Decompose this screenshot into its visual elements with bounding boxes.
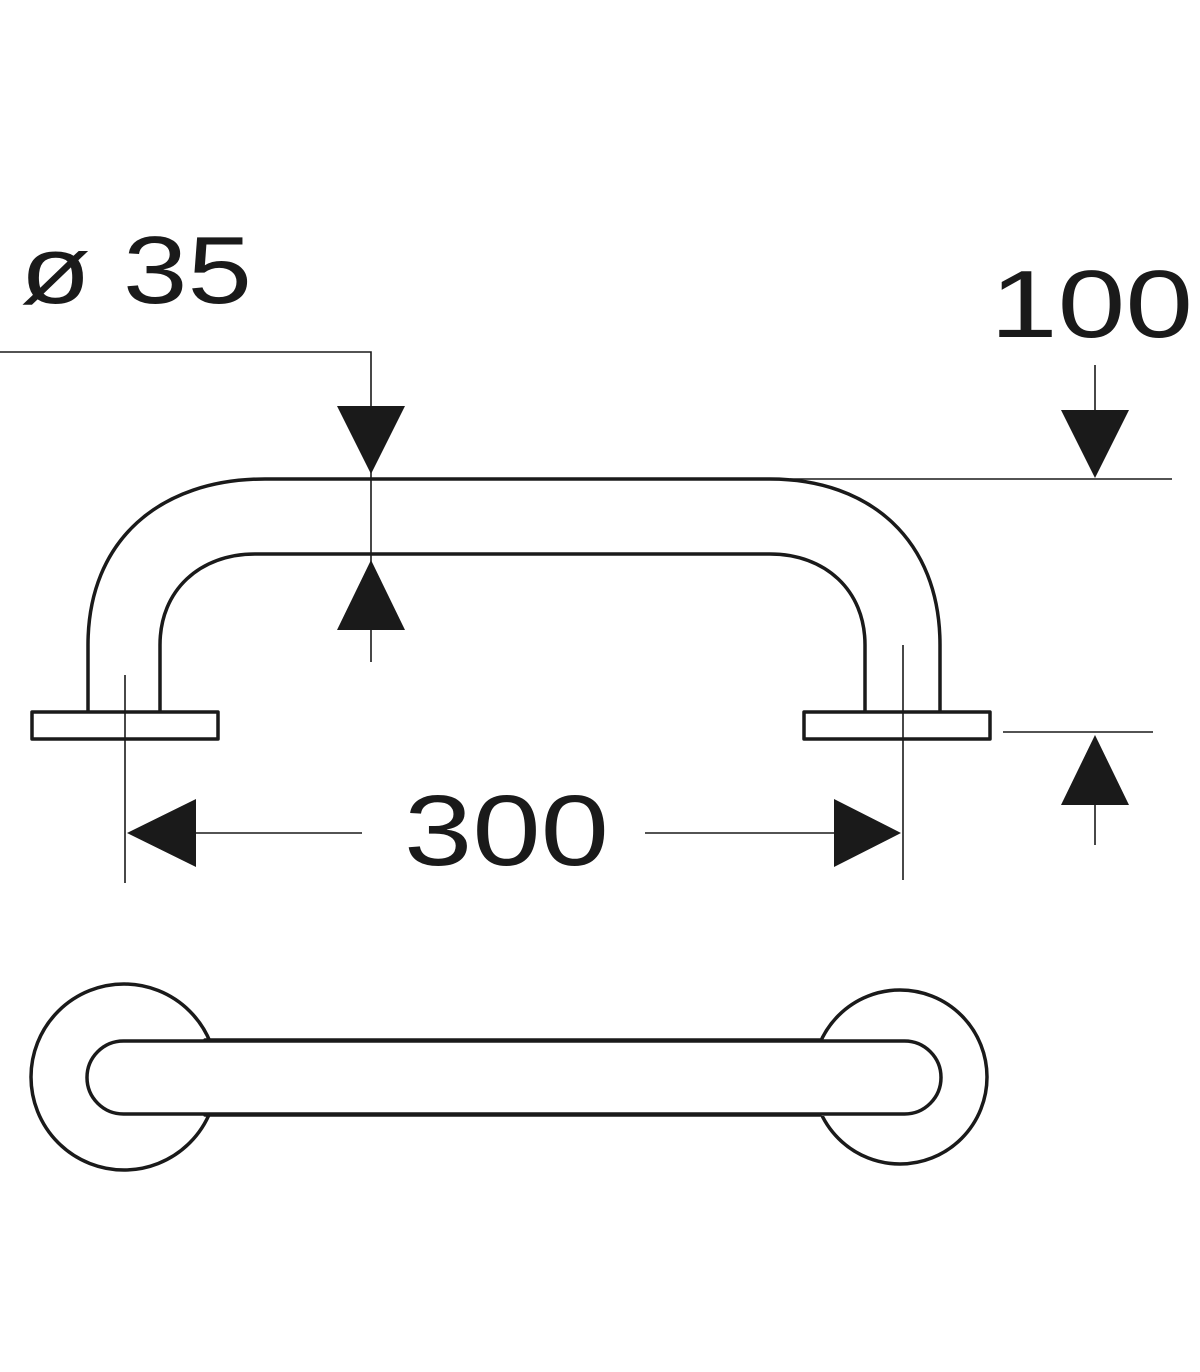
height-arrow-up — [1061, 735, 1129, 805]
tube-inner-outline — [158, 552, 867, 714]
side-view — [30, 477, 992, 741]
height-label: 100 — [990, 251, 1193, 358]
diameter-dimension: ø 35 — [0, 217, 405, 662]
length-label: 300 — [404, 775, 609, 887]
diameter-label: ø 35 — [20, 217, 252, 324]
top-view — [29, 982, 989, 1172]
height-dimension: 100 — [790, 251, 1193, 845]
height-arrow-down — [1061, 410, 1129, 478]
right-flange — [802, 710, 992, 741]
diameter-arrow-down — [337, 406, 405, 474]
bar-top-outline — [85, 1039, 943, 1116]
length-dimension: 300 — [124, 645, 904, 887]
length-arrow-right — [834, 799, 901, 867]
diameter-leader-line — [0, 351, 372, 662]
tube-outer-outline — [86, 477, 942, 714]
diameter-arrow-up — [337, 560, 405, 630]
length-arrow-left — [127, 799, 196, 867]
